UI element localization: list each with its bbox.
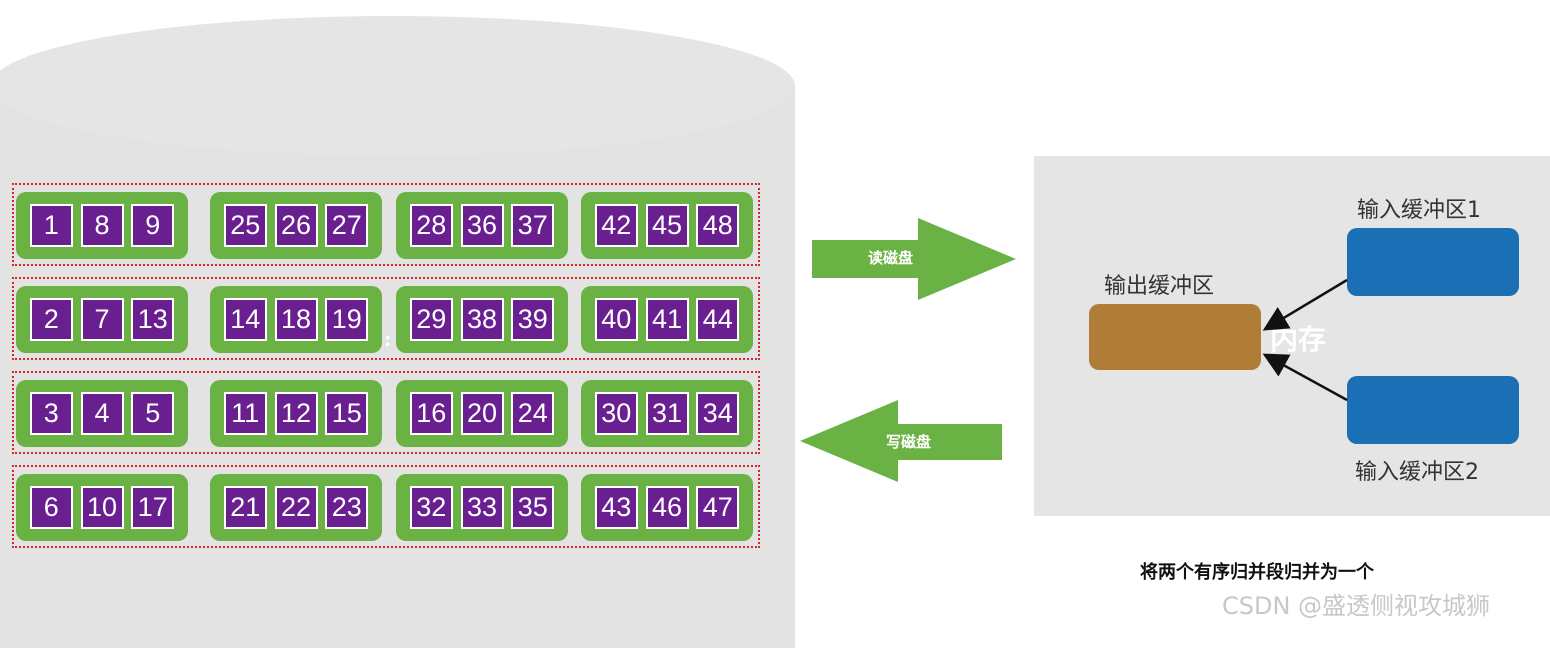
record-cell: 38	[460, 298, 504, 341]
output-buffer-label: 输出缓冲区	[1104, 274, 1215, 299]
record-cell: 23	[325, 486, 369, 529]
record-cell: 20	[460, 392, 504, 435]
record-cell: 41	[645, 298, 689, 341]
record-cell: 17	[131, 486, 175, 529]
record-cell: 25	[223, 204, 267, 247]
record-cell: 32	[409, 486, 453, 529]
input-buffer-2-label: 输入缓冲区2	[1355, 460, 1479, 485]
record-cell: 29	[409, 298, 453, 341]
record-cell: 31	[645, 392, 689, 435]
record-cell: 4	[80, 392, 124, 435]
record-cell: 18	[274, 298, 318, 341]
disk-row	[12, 371, 760, 454]
record-cell: 34	[696, 392, 740, 435]
record-cell: 9	[131, 204, 175, 247]
merge-arrows	[1262, 278, 1348, 402]
record-cell: 33	[460, 486, 504, 529]
record-cell: 42	[594, 204, 638, 247]
disk-row	[12, 183, 760, 266]
record-cell: 40	[594, 298, 638, 341]
record-cell: 28	[409, 204, 453, 247]
record-cell: 15	[325, 392, 369, 435]
record-cell: 37	[511, 204, 555, 247]
record-cell: 16	[409, 392, 453, 435]
record-cell: 1	[29, 204, 73, 247]
record-cell: 44	[696, 298, 740, 341]
input-buffer-1	[1347, 228, 1519, 296]
record-cell: 24	[511, 392, 555, 435]
record-cell: 35	[511, 486, 555, 529]
output-buffer	[1089, 304, 1261, 370]
record-cell: 10	[80, 486, 124, 529]
obscured-text-fragment: :	[384, 330, 392, 351]
record-cell: 36	[460, 204, 504, 247]
write-disk-arrow	[800, 400, 1002, 482]
record-cell: 43	[594, 486, 638, 529]
read-disk-label: 读磁盘	[868, 249, 914, 267]
record-cell: 6	[29, 486, 73, 529]
record-cell: 7	[80, 298, 124, 341]
caption: 将两个有序归并段归并为一个	[1140, 562, 1374, 583]
watermark: CSDN @盛透侧视攻城狮	[1222, 592, 1491, 620]
record-cell: 45	[645, 204, 689, 247]
read-disk-arrow	[812, 218, 1016, 300]
record-cell: 46	[645, 486, 689, 529]
record-cell: 26	[274, 204, 318, 247]
record-cell: 47	[696, 486, 740, 529]
arrow-from-input-2	[1262, 353, 1348, 402]
record-cell: 13	[131, 298, 175, 341]
record-cell: 22	[274, 486, 318, 529]
record-cell: 14	[223, 298, 267, 341]
record-cell: 12	[274, 392, 318, 435]
record-cell: 3	[29, 392, 73, 435]
record-cell: 8	[80, 204, 124, 247]
input-buffer-2	[1347, 376, 1519, 444]
record-cell: 5	[131, 392, 175, 435]
arrow-from-input-1	[1262, 278, 1348, 331]
record-cell: 11	[223, 392, 267, 435]
write-disk-label: 写磁盘	[886, 433, 932, 451]
record-cell: 19	[325, 298, 369, 341]
record-cell: 27	[325, 204, 369, 247]
disk-row	[12, 277, 760, 360]
disk-body	[0, 88, 795, 648]
record-cell: 48	[696, 204, 740, 247]
record-cell: 30	[594, 392, 638, 435]
disk-top	[0, 16, 795, 156]
input-buffer-1-label: 输入缓冲区1	[1357, 198, 1481, 223]
record-cell: 2	[29, 298, 73, 341]
record-cell: 21	[223, 486, 267, 529]
disk-row	[12, 465, 760, 548]
record-cell: 39	[511, 298, 555, 341]
